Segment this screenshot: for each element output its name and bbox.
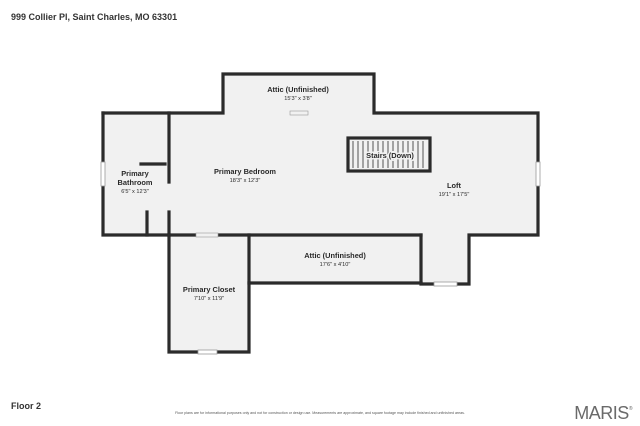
disclaimer-text: Floor plans are for informational purpos… xyxy=(175,411,465,415)
attic-top-dims: 15'3" x 3'8" xyxy=(284,96,312,102)
primary-bathroom-name-line2: Bathroom xyxy=(118,178,153,187)
room-labels: Attic (Unfinished) 15'3" x 3'8" Primary … xyxy=(118,85,470,302)
window-closet-south xyxy=(197,349,218,355)
loft-lower-area xyxy=(421,235,469,284)
main-area xyxy=(169,113,538,235)
primary-bathroom-name-line1: Primary xyxy=(121,169,149,178)
primary-closet-area xyxy=(169,235,249,352)
primary-closet-dims: 7'10" x 11'9" xyxy=(194,296,224,302)
windows xyxy=(100,110,541,355)
attic-bottom-dims: 17'6" x 4'10" xyxy=(320,262,351,268)
attic-bottom-area xyxy=(249,235,421,283)
registered-mark-icon: ® xyxy=(628,406,633,412)
window-west xyxy=(100,161,106,187)
attic-top-name: Attic (Unfinished) xyxy=(267,85,329,94)
primary-bedroom-dims: 18'3" x 12'3" xyxy=(230,178,261,184)
floor-label: Floor 2 xyxy=(11,401,42,411)
primary-bathroom-dims: 6'5" x 12'3" xyxy=(121,189,149,195)
window-east xyxy=(535,161,541,187)
stair-treads xyxy=(352,141,424,168)
opening-attic-top xyxy=(289,110,309,116)
attic-top-area xyxy=(223,74,374,113)
property-address: 999 Collier Pl, Saint Charles, MO 63301 xyxy=(11,12,178,22)
primary-bedroom-name: Primary Bedroom xyxy=(214,167,276,176)
opening-closet xyxy=(195,232,219,238)
attic-bottom-name: Attic (Unfinished) xyxy=(304,251,366,260)
window-loft-south xyxy=(433,281,458,287)
stairs-name: Stairs (Down) xyxy=(366,151,414,160)
brand-text: MARIS xyxy=(574,403,629,423)
primary-bathroom-area xyxy=(103,113,169,235)
primary-closet-name: Primary Closet xyxy=(183,285,236,294)
loft-dims: 19'1" x 17'5" xyxy=(439,192,470,198)
brand-logo: MARIS® xyxy=(574,403,632,424)
loft-name: Loft xyxy=(447,181,461,190)
floor-fills xyxy=(103,74,538,352)
stairs-outline xyxy=(346,136,432,173)
